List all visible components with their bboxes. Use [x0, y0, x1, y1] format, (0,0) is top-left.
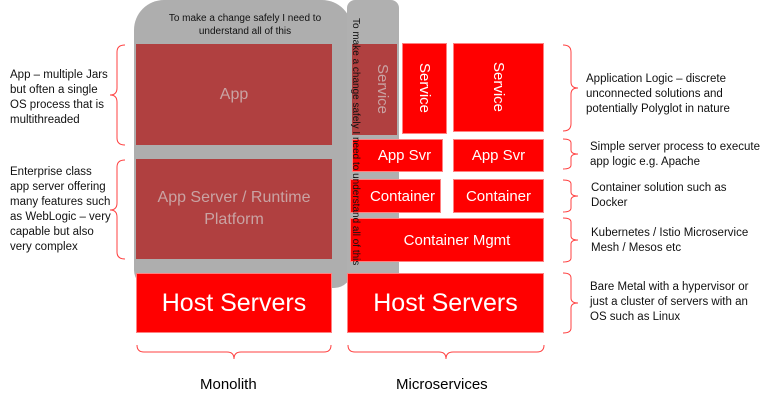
note-container-mgmt: Kubernetes / Istio Microservice Mesh / M…: [591, 227, 749, 254]
right-bracket-2: [562, 138, 579, 170]
container-mgmt: Container Mgmt: [350, 218, 544, 262]
service-layer-3: Service: [453, 43, 544, 132]
left-bracket-app: [109, 44, 126, 146]
monolith-host-servers: Host Servers: [136, 273, 332, 333]
note-application-logic: Application Logic – discrete unconnected…: [586, 73, 730, 115]
bottom-bracket-micro: [347, 344, 545, 360]
bottom-bracket-monolith: [136, 344, 332, 360]
right-bracket-1: [562, 44, 579, 132]
service-layer-1: Service: [352, 44, 397, 135]
monolith-overlay-note: To make a change safely I need to unders…: [168, 13, 322, 37]
service-label: Service: [416, 63, 433, 114]
left-bracket-appserver: [109, 159, 126, 260]
microservices-label: Microservices: [396, 376, 488, 393]
micro-overlay-note-text: To make a change safely I need to unders…: [350, 18, 361, 266]
note-app-server: Enterprise class app server offering man…: [10, 166, 111, 253]
note-app-svr: Simple server process to execute app log…: [590, 141, 761, 168]
right-bracket-5: [562, 272, 579, 334]
micro-overlay-note: To make a change safely I need to unders…: [348, 18, 362, 280]
monolith-app-server-layer: App Server / Runtime Platform: [136, 159, 332, 259]
service-label: Service: [490, 62, 507, 113]
right-bracket-4: [562, 217, 579, 263]
monolith-label: Monolith: [200, 376, 257, 393]
service-layer-2: Service: [402, 43, 447, 134]
right-bracket-3: [562, 179, 579, 213]
app-svr-2: App Svr: [453, 139, 544, 172]
note-host: Bare Metal with a hypervisor or just a c…: [590, 281, 749, 323]
app-svr-1: App Svr: [352, 139, 443, 172]
monolith-app-layer: App: [136, 44, 332, 145]
container-2: Container: [453, 179, 544, 213]
micro-host-servers: Host Servers: [347, 273, 544, 333]
container-1: Container: [350, 179, 441, 213]
note-container: Container solution such as Docker: [591, 182, 727, 209]
service-label: Service: [374, 64, 391, 115]
note-app: App – multiple Jars but often a single O…: [10, 69, 108, 126]
